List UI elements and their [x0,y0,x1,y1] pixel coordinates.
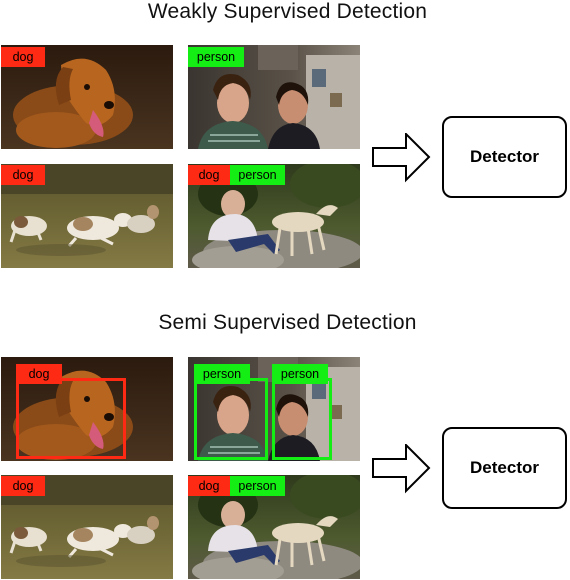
semi-tag-dog-1: dog [16,364,62,384]
semi-dog-bounding-box [16,378,126,459]
semi-person-bounding-box-1 [194,378,268,460]
semi-tag-dog-3: dog [188,476,230,496]
semi-person-bounding-box-2 [272,378,332,460]
semi-detector-label: Detector [470,458,539,477]
semi-section-title: Semi Supervised Detection [158,311,417,334]
semi-tag-person-3: person [230,476,285,496]
weak-tag-dog-3: dog [188,165,230,185]
semi-detector-box: Detector [442,427,567,509]
weak-section-title: Weakly Supervised Detection [147,0,428,23]
weak-tag-person-2: person [230,165,285,185]
semi-tag-person-1: person [194,364,250,384]
semi-tag-dog-2: dog [1,476,45,496]
weak-detector-box: Detector [442,116,567,198]
weak-arrow-icon [372,133,430,181]
weak-tag-dog-1: dog [1,47,45,67]
semi-arrow-icon [372,444,430,492]
weak-tag-person-1: person [188,47,244,67]
semi-tag-person-2: person [272,364,328,384]
weak-detector-label: Detector [470,147,539,166]
weak-tag-dog-2: dog [1,165,45,185]
